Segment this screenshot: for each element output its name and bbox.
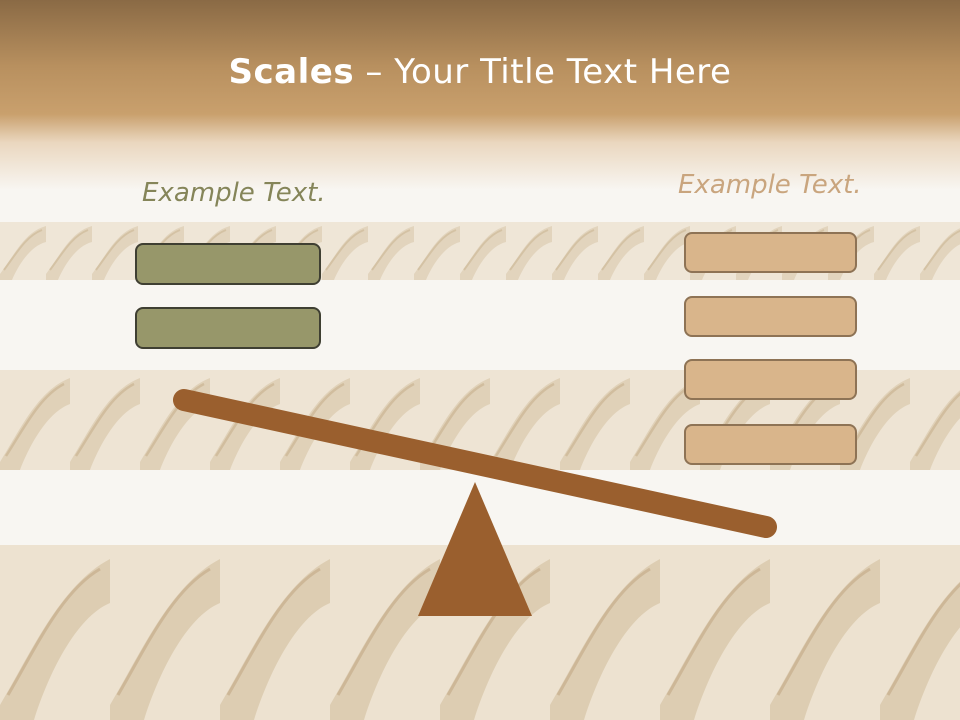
title-bold: Scales [228,52,355,92]
right-box-3[interactable] [684,359,857,400]
scale-beam [173,389,777,538]
right-box-4[interactable] [684,424,857,465]
left-box-2[interactable] [135,307,321,349]
left-box-1[interactable] [135,243,321,285]
right-box-2[interactable] [684,296,857,337]
right-box-1[interactable] [684,232,857,273]
slide-title: Scales – Your Title Text Here [0,52,960,92]
left-label: Example Text. [142,178,326,208]
right-label: Example Text. [678,170,862,200]
scale-fulcrum [418,482,532,616]
title-rest: – Your Title Text Here [354,52,732,92]
header-banner [0,0,960,190]
